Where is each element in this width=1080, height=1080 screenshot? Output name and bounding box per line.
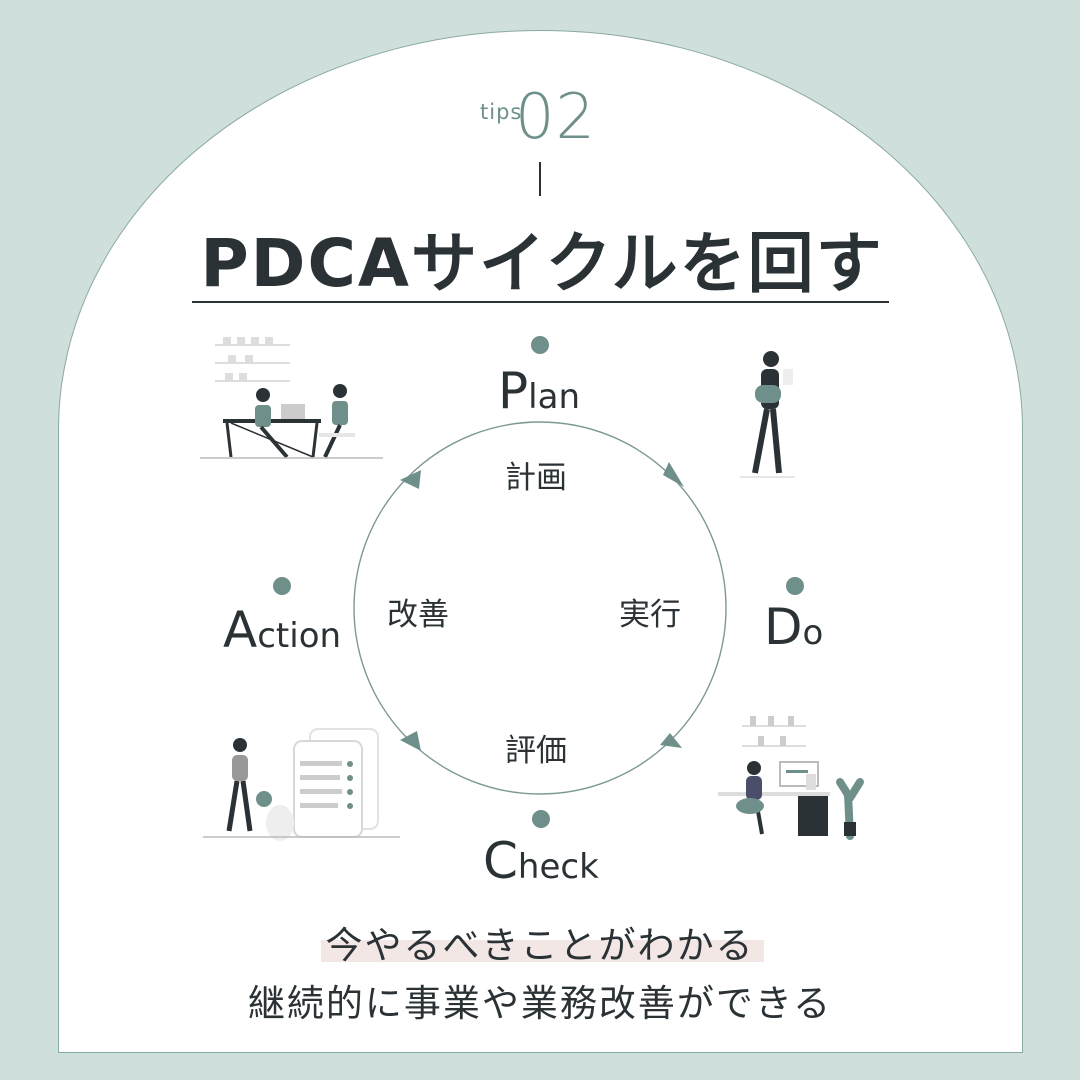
cycle-circle [353,421,727,795]
check-inner-label: 評価 [505,733,567,769]
cycle-arrow-bottom-right [660,733,682,748]
check-dot [532,810,550,828]
action-label: Action [223,601,341,659]
desk-worker-illustration [718,716,864,840]
do-rest: o [802,613,824,653]
action-initial: A [223,601,258,659]
action-inner-label: 改善 [387,597,449,633]
check-label: Check [483,832,599,890]
plan-dot [531,336,549,354]
title-underline [192,301,889,303]
action-rest: ction [257,616,342,656]
footer-line-1: 今やるべきことがわかる [325,924,755,967]
cycle-arrow-top-left [400,470,421,489]
footer-line-2: 継続的に事業や業務改善ができる [247,982,833,1025]
checklist-illustration [203,728,400,841]
walking-person-illustration [740,351,795,478]
page-title: PDCAサイクルを回す [200,225,884,302]
arch-card [58,30,1023,1053]
cycle-arrow-top-right [663,462,684,487]
meeting-illustration [200,337,383,459]
action-dot [273,577,291,595]
plan-initial: P [498,362,529,420]
do-dot [786,577,804,595]
check-rest: heck [517,847,599,887]
plan-inner-label: 計画 [505,460,567,496]
tips-number: 02 [515,80,596,153]
footer-highlight [321,940,764,962]
title-tick [539,162,541,196]
do-inner-label: 実行 [619,597,681,633]
tips-label: tips [480,100,523,124]
check-initial: C [483,832,518,890]
plan-label: Plan [498,362,580,420]
cycle-arrow-bottom-left [400,731,421,751]
plan-rest: lan [528,377,580,417]
do-initial: D [764,598,803,656]
do-label: Do [764,598,823,656]
